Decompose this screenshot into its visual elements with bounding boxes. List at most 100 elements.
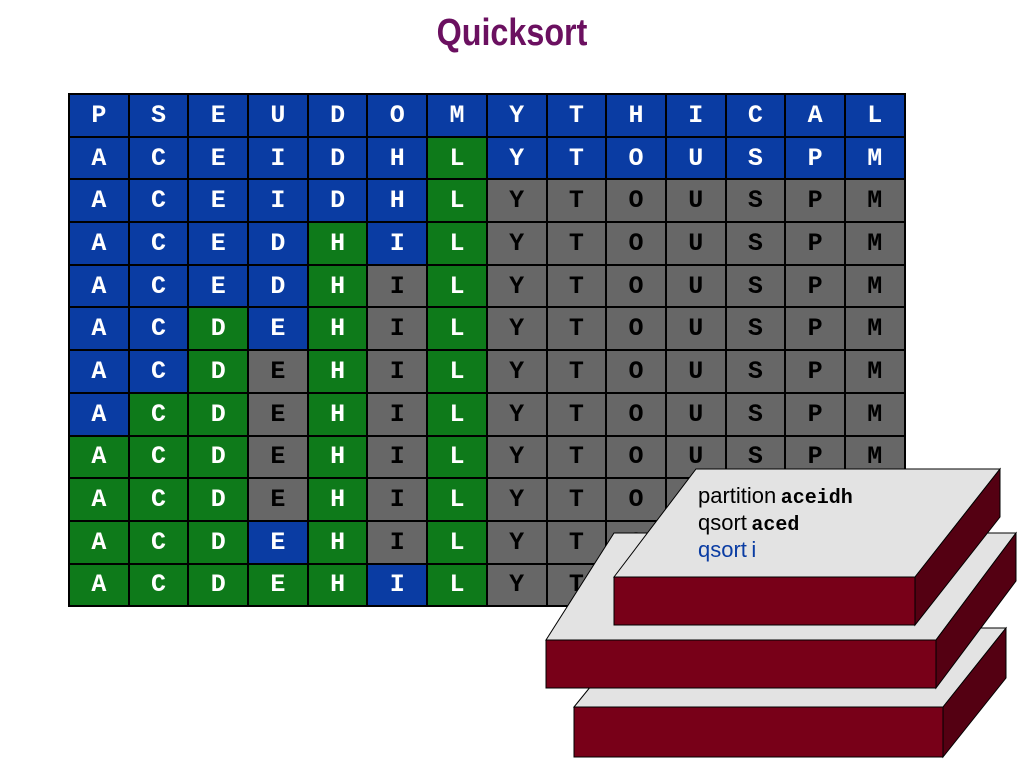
grid-cell: S	[725, 392, 786, 436]
grid-cell: C	[128, 179, 189, 223]
grid-cell: T	[546, 520, 607, 564]
grid-cell: A	[69, 563, 129, 607]
grid-cell: L	[427, 264, 487, 308]
stack-entry-word: qsort	[698, 510, 747, 535]
grid-cell: L	[427, 478, 487, 521]
grid-cell: C	[128, 520, 189, 564]
grid-cell: H	[307, 435, 368, 479]
grid-cell: A	[69, 520, 129, 564]
grid-cell: I	[248, 136, 308, 180]
grid-cell: S	[725, 264, 786, 308]
grid-cell: C	[725, 94, 786, 137]
grid-cell: T	[546, 350, 607, 393]
grid-cell: D	[307, 136, 368, 180]
grid-cell: H	[307, 350, 368, 393]
grid-cell: L	[427, 350, 487, 393]
grid-cell: L	[427, 136, 487, 180]
grid-cell: D	[188, 307, 249, 351]
grid-cell: A	[69, 478, 129, 521]
grid-cell: M	[427, 94, 487, 137]
grid-cell: E	[248, 350, 308, 393]
grid-cell: I	[367, 350, 428, 393]
grid-cell: A	[69, 264, 129, 308]
grid-cell: O	[606, 136, 666, 180]
grid-cell: S	[725, 350, 786, 393]
grid-cell: P	[785, 222, 845, 265]
grid-cell: Y	[486, 264, 547, 308]
grid-cell: C	[128, 392, 189, 436]
grid-cell: O	[606, 350, 666, 393]
grid-cell: Y	[486, 136, 547, 180]
grid-cell: D	[188, 478, 249, 521]
grid-cell: C	[128, 478, 189, 521]
stack-entry-arg: aced	[751, 514, 800, 537]
grid-cell: C	[128, 307, 189, 351]
grid-cell: U	[665, 350, 726, 393]
grid-cell: O	[606, 307, 666, 351]
grid-cell: H	[307, 264, 368, 308]
grid-cell: E	[248, 307, 308, 351]
page-title: Quicksort	[436, 12, 588, 54]
grid-cell: C	[128, 264, 189, 308]
grid-cell: H	[307, 222, 368, 265]
grid-cell: Y	[486, 222, 547, 265]
grid-cell: D	[248, 222, 308, 265]
grid-cell: E	[248, 520, 308, 564]
grid-cell: T	[546, 392, 607, 436]
grid-cell: P	[785, 350, 845, 393]
grid-cell: M	[844, 392, 905, 436]
grid-cell: S	[725, 307, 786, 351]
grid-cell: I	[367, 222, 428, 265]
grid-cell: D	[248, 264, 308, 308]
grid-cell: U	[665, 307, 726, 351]
grid-cell: C	[128, 350, 189, 393]
stack-entry-arg: aceidh	[780, 487, 853, 510]
grid-cell: U	[665, 179, 726, 223]
stack-frame-top	[612, 467, 1002, 627]
grid-cell: T	[546, 435, 607, 479]
grid-cell: T	[546, 136, 607, 180]
grid-cell: E	[248, 392, 308, 436]
grid-cell: A	[69, 307, 129, 351]
grid-cell: M	[844, 350, 905, 393]
grid-cell: L	[844, 94, 905, 137]
grid-cell: Y	[486, 478, 547, 521]
stack-entry-partition: partition aceidh	[698, 484, 853, 511]
grid-cell: Y	[486, 563, 547, 607]
grid-cell: D	[188, 563, 249, 607]
grid-cell: L	[427, 520, 487, 564]
stack-entry-word: qsort	[698, 537, 747, 562]
grid-cell: Y	[486, 94, 547, 137]
grid-cell: O	[606, 392, 666, 436]
grid-cell: C	[128, 136, 189, 180]
grid-cell: O	[367, 94, 428, 137]
grid-cell: T	[546, 94, 607, 137]
grid-cell: P	[785, 392, 845, 436]
grid-cell: Y	[486, 435, 547, 479]
grid-cell: D	[188, 350, 249, 393]
grid-cell: L	[427, 392, 487, 436]
grid-cell: I	[367, 520, 428, 564]
grid-cell: I	[367, 307, 428, 351]
grid-cell: T	[546, 478, 607, 521]
grid-cell: E	[248, 478, 308, 521]
grid-cell: E	[188, 179, 249, 223]
grid-cell: H	[367, 136, 428, 180]
grid-cell: I	[665, 94, 726, 137]
grid-cell: C	[128, 435, 189, 479]
stack-entry-qsort-outer: qsort aced	[698, 511, 853, 538]
grid-cell: I	[248, 179, 308, 223]
grid-cell: L	[427, 307, 487, 351]
stack-entry-arg: i	[751, 537, 757, 562]
grid-cell: M	[844, 222, 905, 265]
grid-cell: A	[69, 350, 129, 393]
grid-cell: A	[785, 94, 845, 137]
grid-cell: S	[725, 179, 786, 223]
grid-cell: E	[188, 136, 249, 180]
grid-cell: D	[307, 94, 368, 137]
grid-cell: A	[69, 392, 129, 436]
grid-cell: A	[69, 222, 129, 265]
grid-cell: O	[606, 264, 666, 308]
grid-cell: P	[785, 136, 845, 180]
grid-cell: H	[307, 520, 368, 564]
